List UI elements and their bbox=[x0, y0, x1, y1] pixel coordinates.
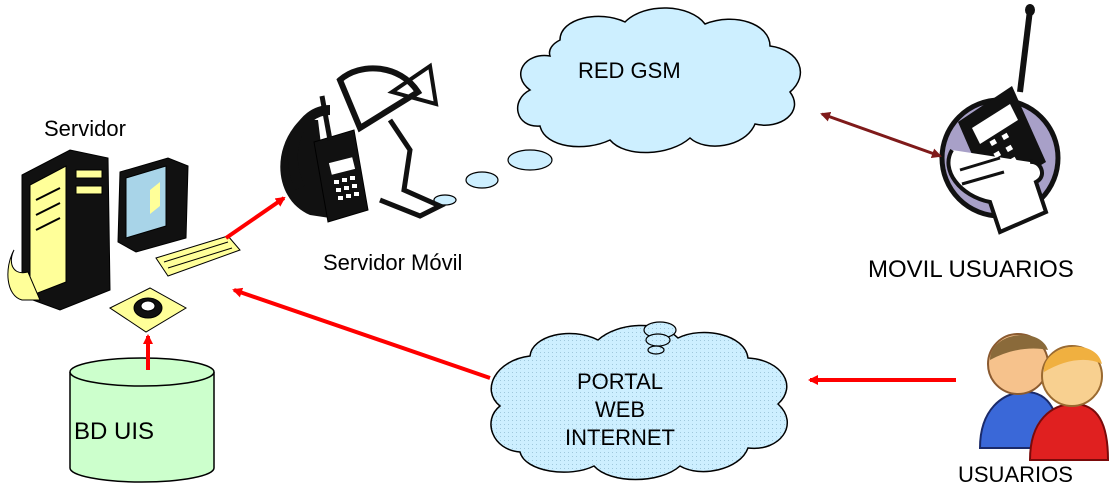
mobile-server-label: Servidor Móvil bbox=[323, 250, 463, 275]
server-label: Servidor bbox=[44, 116, 126, 141]
database-cylinder-icon bbox=[69, 357, 215, 483]
portal-label-line3: INTERNET bbox=[565, 425, 675, 450]
hand-phone-icon bbox=[939, 4, 1061, 235]
gsm-cloud bbox=[433, 7, 801, 206]
portal-cloud bbox=[490, 321, 789, 481]
portal-label-line2: WEB bbox=[594, 397, 646, 422]
portal-label: PORTAL WEB INTERNET bbox=[540, 368, 700, 452]
server-computer-icon bbox=[7, 149, 241, 333]
arrow-server-to-mobile-server bbox=[224, 196, 286, 240]
mobile-users-label: MOVIL USUARIOS bbox=[868, 256, 1074, 283]
satellite-phone-icon bbox=[280, 62, 446, 223]
arrow-gsm-mobile-users bbox=[820, 111, 942, 159]
users-group-icon bbox=[978, 333, 1110, 461]
gsm-network-label: RED GSM bbox=[578, 58, 681, 83]
database-label: BD UIS bbox=[74, 418, 155, 445]
users-label: USUARIOS bbox=[958, 462, 1073, 487]
arrow-portal-to-server bbox=[232, 287, 491, 380]
connection-arrows bbox=[143, 111, 956, 385]
portal-label-line1: PORTAL bbox=[577, 369, 663, 394]
